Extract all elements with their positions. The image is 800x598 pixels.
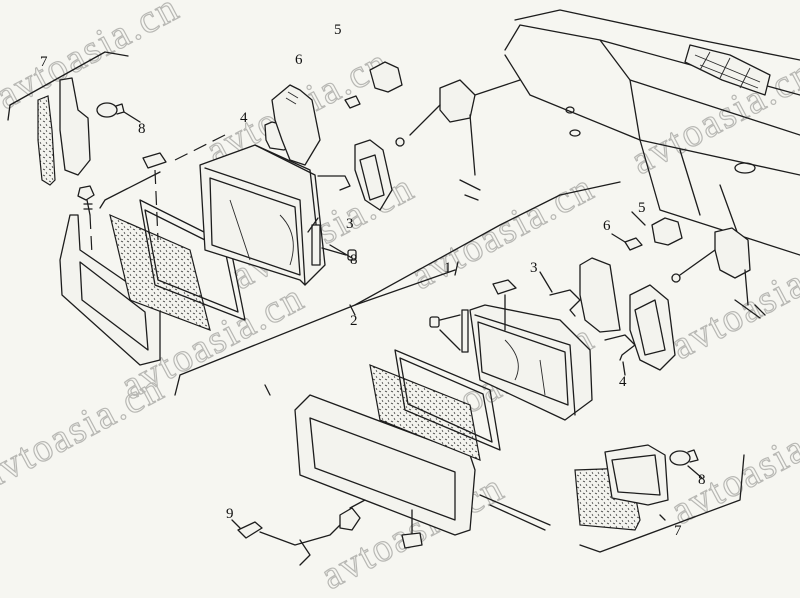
headlamp-bezel bbox=[294, 394, 476, 536]
bulb-socket bbox=[339, 507, 361, 531]
callout-8: 8 bbox=[350, 252, 358, 268]
lamp-housing bbox=[579, 257, 621, 333]
gasket bbox=[139, 199, 246, 321]
gasket bbox=[394, 349, 501, 451]
terminal-tab bbox=[624, 237, 643, 251]
watermark: avtoasia.cn bbox=[0, 364, 172, 498]
callout-5: 5 bbox=[638, 200, 646, 216]
clip bbox=[142, 152, 167, 169]
bulb-socket bbox=[369, 61, 403, 93]
callout-9: 9 bbox=[226, 506, 234, 522]
callout-7: 7 bbox=[40, 54, 48, 70]
sealed-beam-unit bbox=[469, 304, 593, 421]
callout-3: 3 bbox=[346, 216, 354, 232]
callout-3: 3 bbox=[530, 260, 538, 276]
sealed-beam-unit bbox=[199, 144, 326, 286]
side-marker-lens bbox=[37, 95, 56, 186]
callouts: 7 8 4 6 5 3 8 2 1 5 6 3 4 8 7 9 bbox=[40, 22, 706, 539]
callout-4: 4 bbox=[240, 110, 248, 126]
lamp-housing bbox=[271, 84, 321, 166]
callout-6: 6 bbox=[295, 52, 303, 68]
side-marker-housing bbox=[604, 444, 669, 506]
wire-harness bbox=[604, 334, 636, 361]
callout-2: 2 bbox=[350, 313, 358, 329]
headlamp-bezel bbox=[59, 214, 161, 366]
clip bbox=[492, 279, 517, 295]
bulb-socket bbox=[651, 217, 683, 246]
callout-1: 1 bbox=[444, 260, 452, 276]
callout-5: 5 bbox=[334, 22, 342, 38]
adjust-pin bbox=[461, 309, 469, 353]
pin-cap bbox=[429, 316, 440, 328]
screw bbox=[401, 532, 423, 549]
callout-7: 7 bbox=[674, 523, 682, 539]
leveling-motor bbox=[714, 227, 751, 279]
lower-headlamp-assembly bbox=[231, 211, 766, 566]
wire-harness bbox=[549, 289, 581, 317]
side-marker-housing bbox=[59, 77, 91, 176]
headlamp-lens bbox=[369, 364, 481, 461]
bulb bbox=[96, 102, 118, 118]
callout-4: 4 bbox=[619, 374, 627, 390]
mount-bracket bbox=[629, 284, 676, 371]
watermark: avtoasia.cn bbox=[663, 399, 800, 533]
terminal-tab bbox=[344, 95, 361, 109]
callout-8: 8 bbox=[698, 472, 706, 488]
adjust-pin bbox=[311, 224, 321, 266]
connector-tab bbox=[237, 521, 263, 539]
vehicle-front-body bbox=[504, 9, 800, 256]
bulb bbox=[669, 450, 691, 466]
mount-bracket bbox=[354, 139, 393, 211]
headlamp-lens bbox=[109, 213, 211, 331]
upper-headlamp-assembly bbox=[7, 51, 621, 396]
callout-6: 6 bbox=[603, 218, 611, 234]
screw bbox=[77, 185, 95, 201]
callout-8: 8 bbox=[138, 121, 146, 137]
wire-harness bbox=[317, 175, 351, 191]
